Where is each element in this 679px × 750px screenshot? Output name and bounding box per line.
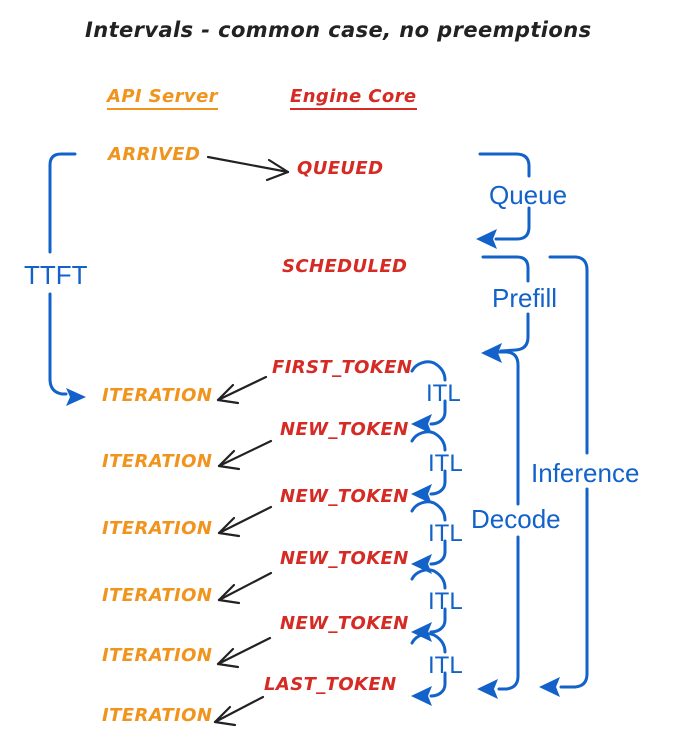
- arrow-arrived-to-queued: [208, 157, 288, 180]
- ttft-bracket: [50, 154, 86, 406]
- interval-label-prefill: Prefill: [492, 283, 558, 313]
- event-scheduled: SCHEDULED: [282, 256, 408, 277]
- interval-label-itl: ITL: [426, 380, 461, 407]
- interval-label-itl: ITL: [428, 588, 463, 615]
- itl-arrowhead-icon: [411, 414, 432, 434]
- inference-bracket: [539, 257, 587, 697]
- event-iteration: ITERATION: [102, 518, 213, 539]
- event-new-token: NEW_TOKEN: [280, 486, 409, 507]
- itl-bracket-1: [411, 362, 445, 434]
- event-arrived: ARRIVED: [108, 144, 201, 165]
- arrow-last-token-to-iteration: [215, 697, 263, 725]
- itl-bracket-4: [411, 570, 445, 642]
- arrow-new-token-to-iteration-2: [219, 507, 271, 536]
- event-first-token: FIRST_TOKEN: [272, 357, 413, 378]
- event-new-token: NEW_TOKEN: [280, 613, 409, 634]
- itl-bracket-5: [411, 634, 445, 706]
- interval-label-inference: Inference: [531, 458, 640, 488]
- interval-label-ttft: TTFT: [24, 260, 88, 290]
- column-header-api-server: API Server: [107, 88, 218, 110]
- event-iteration: ITERATION: [102, 385, 213, 406]
- event-last-token: LAST_TOKEN: [264, 674, 397, 695]
- interval-label-itl: ITL: [428, 520, 463, 547]
- page-title: Intervals - common case, no preemptions: [85, 18, 592, 42]
- inference-arrowhead-icon: [539, 677, 560, 697]
- event-new-token: NEW_TOKEN: [280, 548, 409, 569]
- decode-arrowhead-icon: [477, 679, 498, 699]
- queue-bracket: [476, 154, 529, 249]
- event-iteration: ITERATION: [102, 585, 213, 606]
- arrow-new-token-to-iteration-3: [219, 573, 271, 603]
- queue-arrowhead-icon: [476, 229, 497, 249]
- interval-label-decode: Decode: [471, 504, 561, 534]
- itl-arrowhead-icon: [411, 622, 432, 642]
- arrow-first-token-to-iteration: [218, 377, 266, 403]
- interval-label-queue: Queue: [489, 180, 568, 210]
- event-iteration: ITERATION: [102, 645, 213, 666]
- event-queued: QUEUED: [297, 158, 384, 179]
- arrow-new-token-to-iteration-1: [219, 441, 271, 469]
- column-header-engine-core: Engine Core: [290, 88, 417, 110]
- interval-label-itl: ITL: [428, 652, 463, 679]
- itl-bracket-2: [411, 432, 445, 504]
- event-iteration: ITERATION: [102, 451, 213, 472]
- ttft-arrowhead-icon: [66, 388, 86, 406]
- decode-bracket: [477, 352, 518, 699]
- itl-arrowhead-icon: [411, 484, 432, 504]
- event-iteration: ITERATION: [102, 705, 213, 726]
- arrow-new-token-to-iteration-4: [218, 638, 270, 667]
- event-new-token: NEW_TOKEN: [280, 419, 409, 440]
- itl-arrowhead-icon: [411, 686, 432, 706]
- interval-label-itl: ITL: [428, 450, 463, 477]
